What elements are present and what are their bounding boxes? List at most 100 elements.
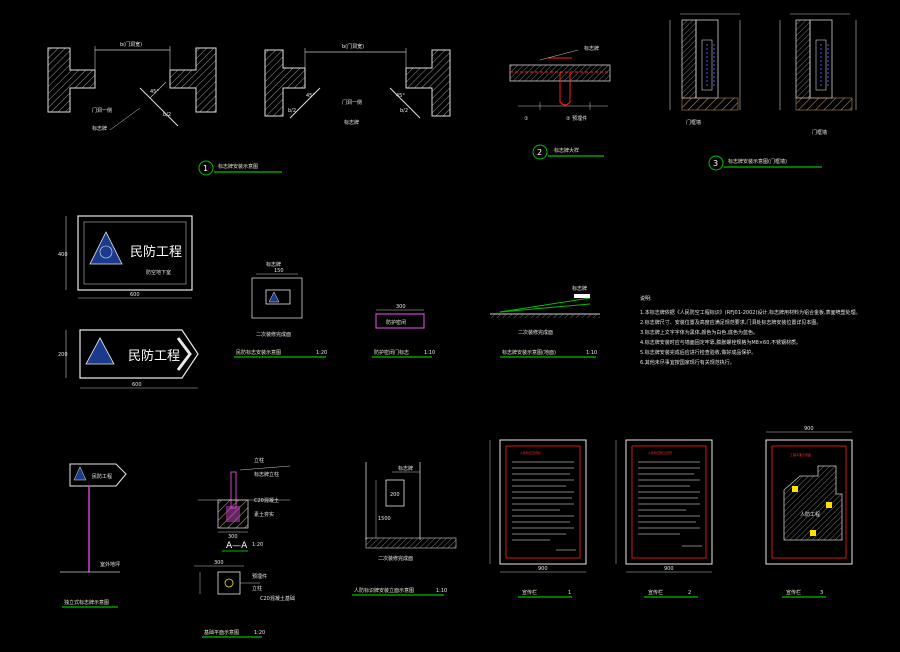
board-3-header: 工程平面示意图 xyxy=(790,452,811,457)
caption-1: 标志牌安装示意图 xyxy=(218,163,258,170)
foundation-label-b: 标志牌立柱 xyxy=(254,471,279,478)
door-note: 门洞一侧 xyxy=(92,107,112,114)
sign-section-label: 标志牌 xyxy=(584,45,599,52)
plan-label: 预埋件 xyxy=(252,573,267,580)
door-note-2: 门洞一侧 xyxy=(342,99,362,106)
plan-scale: 1:20 xyxy=(254,630,265,636)
notes-line-6: 6.其他未尽事宜按国家现行有关规范执行。 xyxy=(640,359,735,366)
angle-label: 45° xyxy=(150,89,159,95)
door-plan-1: b(门洞宽) 45° b/2 门洞一侧 标志牌 1 标志牌安装示意图 xyxy=(47,41,282,176)
arrow-sign-dim-h: 200 xyxy=(58,352,68,358)
slope-sign: 标志牌 二次装修完成面 标志牌安装示意图(地面) 1:10 xyxy=(490,285,600,358)
foundation-scale: 1:20 xyxy=(252,542,263,548)
board-2-caption: 宣传栏 xyxy=(648,589,663,596)
drawing-number-2: 2 xyxy=(537,148,542,157)
slope-label: 标志牌 xyxy=(572,285,587,292)
caption-3: 标志牌安装示意图(门框墙) xyxy=(728,158,787,165)
angle-label-b: 45° xyxy=(396,93,405,99)
board-1-dim: 900 xyxy=(538,566,548,572)
foundation-section-label: A—A xyxy=(226,541,248,551)
board-2-header: 人民防空知识宣传 xyxy=(648,450,672,455)
frame-cap-right: 门框墙 xyxy=(812,129,827,136)
notes-title: 说明: xyxy=(640,295,652,302)
drawing-number-3: 3 xyxy=(713,159,718,168)
board-3-number: 3 xyxy=(820,590,823,596)
arrow-sign-title: 民防工程 xyxy=(128,348,180,364)
small-sign-note: 二次装修完成面 xyxy=(256,331,291,338)
slope-note: 二次装修完成面 xyxy=(518,329,553,336)
arrow-sign-dim-w: 600 xyxy=(132,382,142,388)
sign-note: 标志牌 xyxy=(92,125,107,132)
wall-sign-caption: 人防标识牌安装立面示意图 xyxy=(354,587,414,594)
rect-sign-dim-w: 600 xyxy=(130,292,140,298)
rect-sign-dim-h: 400 xyxy=(58,252,68,258)
board-3: 900 工程平面示意图 人防工程 宣传栏 3 xyxy=(765,426,853,598)
section-note-b: ② 预埋件 xyxy=(566,115,587,122)
caption-2: 标志牌大样 xyxy=(554,147,579,154)
plan-note-a: 立柱 xyxy=(252,585,262,592)
rect-sign-title: 民防工程 xyxy=(130,244,182,260)
small-sign-top: 标志牌 xyxy=(266,261,281,268)
small-sign-scale: 1:20 xyxy=(316,350,327,356)
pole-sign-ground: 室外地坪 xyxy=(100,561,120,568)
rect-sign-sub: 防空地下室 xyxy=(146,269,171,276)
plan-note-b: C20混凝土基础 xyxy=(260,595,295,602)
foundation-section: 立柱 标志牌立柱 C20混凝土 素土夯实 300 A—A 1:20 xyxy=(198,457,291,552)
board-3-inner: 人防工程 xyxy=(800,511,820,518)
foundation-label-c: C20混凝土 xyxy=(254,497,279,504)
board-2: 人民防空知识宣传 900 宣传栏 2 xyxy=(615,439,713,598)
dim-b2-b: b/2 xyxy=(400,108,408,114)
wall-sign-dim-a: 1500 xyxy=(378,516,391,522)
plan-caption: 基础平面示意图 xyxy=(204,629,239,636)
wall-sign-elevation: 标志牌 1500 200 二次装修完成面 人防标识牌安装立面示意图 1:10 xyxy=(352,462,457,596)
plan-dim: 300 xyxy=(214,560,224,566)
board-3-dim: 900 xyxy=(804,426,814,432)
small-box-scale: 1:10 xyxy=(424,350,435,356)
section-note-a: ① xyxy=(524,116,529,122)
board-2-number: 2 xyxy=(688,590,691,596)
pole-sign-caption: 独立式标志牌示意图 xyxy=(64,599,109,606)
board-1-text-lines xyxy=(512,461,576,551)
door-plan-2: b(门洞宽) 45° 45° b/2 b/2 门洞一侧 标志牌 xyxy=(264,43,451,126)
small-box-label: 防护密闭 xyxy=(386,319,406,326)
board-3-caption: 宣传栏 xyxy=(786,589,801,596)
slope-caption: 标志牌安装示意图(地面) xyxy=(502,349,556,356)
notes-line-1: 1.本标志牌依据《人民防空工程标识》(RFJ01-2002)设计,标志牌用材料为… xyxy=(640,309,861,316)
small-box-dim: 300 xyxy=(396,304,406,310)
plan-detail: 300 预埋件 立柱 C20混凝土基础 基础平面示意图 1:20 xyxy=(194,560,295,638)
board-1: 人民防空宣传栏 900 宣传栏 1 xyxy=(489,439,587,598)
frame-cap-left: 门框墙 xyxy=(686,119,701,126)
notes-line-4: 4.标志牌安装时应与墙面固定牢靠,膨胀螺栓规格为M8×60,不锈钢材质。 xyxy=(640,339,801,346)
board-1-header: 人民防空宣传栏 xyxy=(520,450,541,455)
wall-sign-dim-b: 200 xyxy=(390,492,400,498)
small-sign-dim: 150 xyxy=(274,268,284,274)
small-sign-elevation: 标志牌 150 二次装修完成面 民防标志安装示意图 1:20 xyxy=(234,261,327,358)
small-sign-caption: 民防标志安装示意图 xyxy=(236,349,281,356)
foundation-label-d: 素土夯实 xyxy=(254,511,274,518)
small-box-caption: 防护密闭门标志 xyxy=(374,349,409,356)
wall-sign-label: 标志牌 xyxy=(398,465,413,472)
foundation-dim: 300 xyxy=(228,534,238,540)
rect-sign: 民防工程 防空地下室 400 600 xyxy=(58,215,193,299)
angle-label-a: 45° xyxy=(306,93,315,99)
small-box-sign: 300 防护密闭 防护密闭门标志 1:10 xyxy=(372,304,435,358)
pole-sign-title: 民防工程 xyxy=(92,473,112,480)
wall-sign-note: 二次装修完成面 xyxy=(378,555,413,562)
board-2-text-lines xyxy=(638,461,702,547)
foundation-label-a: 立柱 xyxy=(254,457,264,464)
board-1-caption: 宣传栏 xyxy=(522,589,537,596)
board-2-dim: 900 xyxy=(664,566,674,572)
door-width-label-2: b(门洞宽) xyxy=(342,43,364,50)
door-width-label: b(门洞宽) xyxy=(120,41,142,48)
sign-note-2: 标志牌 xyxy=(344,119,359,126)
notes-line-2: 2.标志牌尺寸、安装位置及高度应满足规范要求,门洞处标志牌安装位置详见本图。 xyxy=(640,319,821,326)
notes-block: 说明: 1.本标志牌依据《人民防空工程标识》(RFJ01-2002)设计,标志牌… xyxy=(640,295,861,366)
notes-line-5: 5.标志牌安装完成后应进行检查验收,做好成品保护。 xyxy=(640,349,756,356)
drawing-number-1: 1 xyxy=(203,164,208,173)
slope-scale: 1:10 xyxy=(586,350,597,356)
notes-line-3: 3.标志牌上文字字体为黑体,颜色为白色,底色为蓝色。 xyxy=(640,329,758,336)
sign-section-detail: 标志牌 ① ② 预埋件 2 标志牌大样 xyxy=(509,45,611,160)
dim-b2-label: b/2 xyxy=(163,112,171,118)
dim-b2-a: b/2 xyxy=(288,108,296,114)
